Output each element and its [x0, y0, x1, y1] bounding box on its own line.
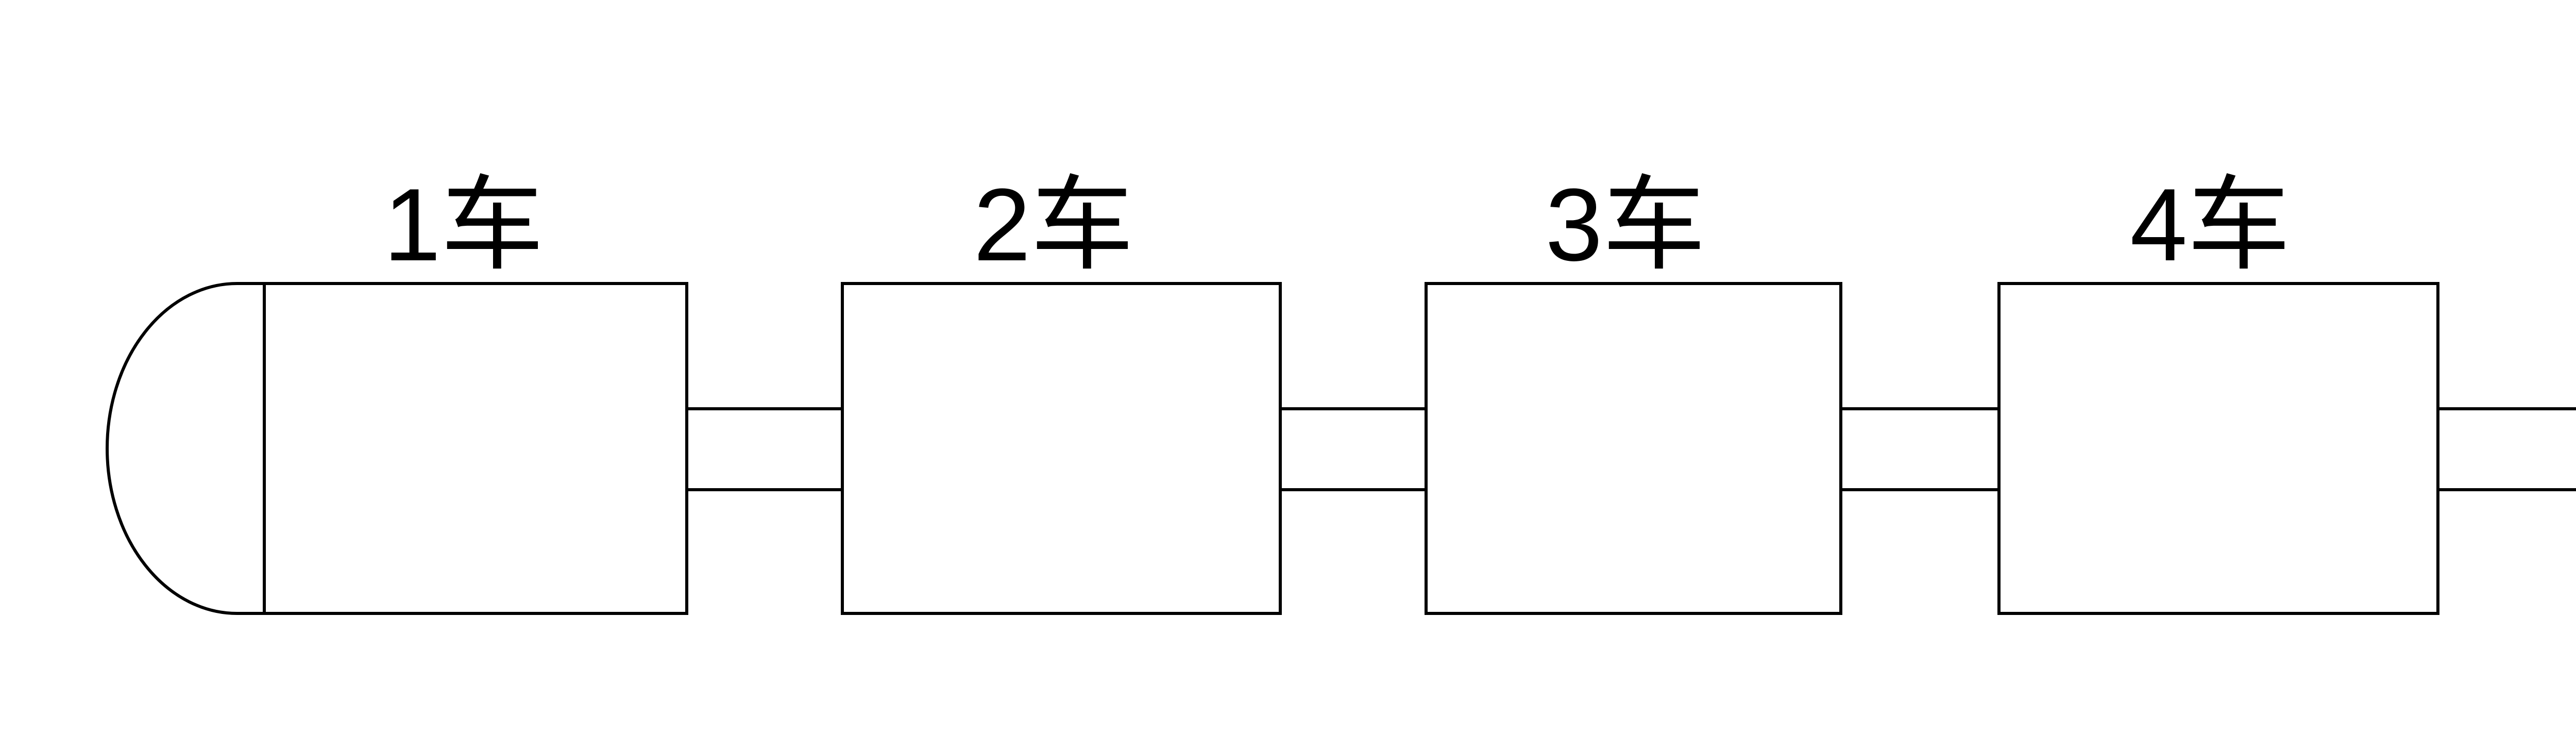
- car-label-4: 4车: [2130, 168, 2290, 282]
- coupler-group: [685, 407, 2576, 491]
- car-body-4[interactable]: [1997, 282, 2439, 615]
- car-body-group: [263, 282, 2439, 615]
- coupler-1-2: [685, 407, 844, 491]
- car-body-2[interactable]: [841, 282, 1282, 615]
- car-body-3[interactable]: [1425, 282, 1842, 615]
- car-label-2: 2车: [973, 168, 1133, 282]
- coupler-3-4: [1839, 407, 2001, 491]
- coupler-2-3: [1279, 407, 1428, 491]
- car-body-1[interactable]: [263, 282, 688, 615]
- car-label-1: 1车: [383, 168, 544, 282]
- coupler-4-5: [2436, 407, 2576, 491]
- car-label-group: 1车 2车 3车 4车 5车 6车: [383, 168, 2290, 282]
- head-nose-icon: [106, 282, 266, 615]
- head-nose-group: [106, 282, 266, 615]
- car-label-3: 3车: [1545, 168, 1705, 282]
